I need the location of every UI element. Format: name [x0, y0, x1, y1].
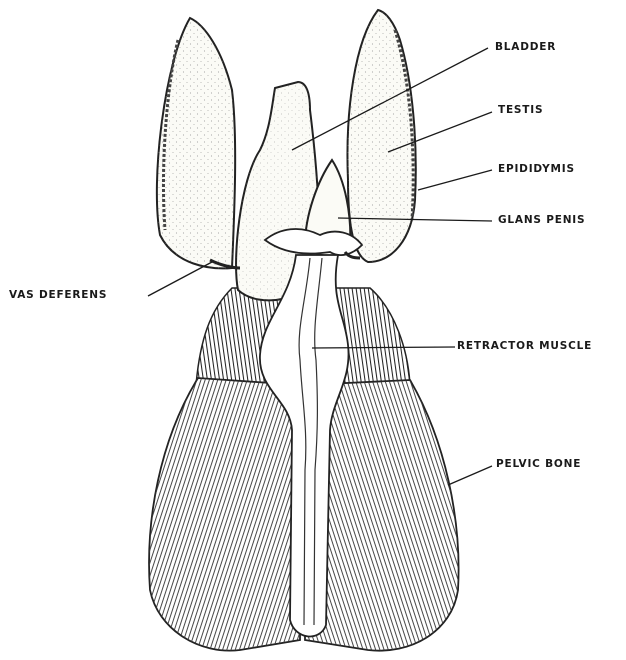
label-retractor-muscle: RETRACTOR MUSCLE — [457, 340, 592, 352]
leader-vas-deferens — [148, 262, 212, 296]
label-vas-deferens: VAS DEFERENS — [9, 289, 107, 301]
label-bladder: BLADDER — [495, 41, 556, 53]
right-testis — [347, 10, 415, 262]
label-testis: TESTIS — [498, 104, 543, 116]
label-glans-penis: GLANS PENIS — [498, 214, 585, 226]
label-pelvic-bone: PELVIC BONE — [496, 458, 581, 470]
leader-epididymis — [418, 170, 492, 190]
leader-pelvic-bone — [448, 466, 492, 485]
left-testis — [157, 18, 235, 268]
label-epididymis: EPIDIDYMIS — [498, 163, 575, 175]
